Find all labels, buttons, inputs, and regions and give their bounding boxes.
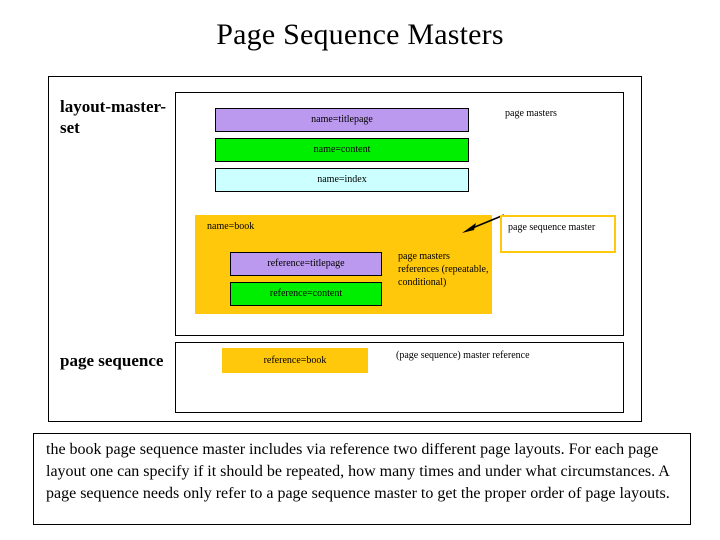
page-master-titlepage[interactable]: name=titlepage (215, 108, 469, 132)
row-label-page-sequence: page sequence (60, 351, 164, 370)
page-master-reference-content[interactable]: reference=content (230, 282, 382, 306)
page-sequence-master-reference-book[interactable]: reference=book (222, 348, 368, 373)
page-title: Page Sequence Masters (216, 18, 504, 51)
callout-page-sequence-master: page sequence master (500, 215, 616, 253)
row-label-layout-master-set: layout-master-set (60, 97, 167, 137)
diagram-frame (48, 76, 642, 422)
annotation-page-masters-references: page masters references (repeatable, con… (398, 251, 489, 288)
page-sequence-region (175, 342, 624, 413)
page-master-index[interactable]: name=index (215, 168, 469, 192)
page-sequence-master-name-label: name=book (207, 221, 255, 232)
annotation-master-reference: (page sequence) master reference (396, 350, 530, 361)
caption-text: the book page sequence master includes v… (33, 433, 691, 525)
page-master-content[interactable]: name=content (215, 138, 469, 162)
annotation-page-masters: page masters (505, 108, 557, 119)
page-master-reference-titlepage[interactable]: reference=titlepage (230, 252, 382, 276)
